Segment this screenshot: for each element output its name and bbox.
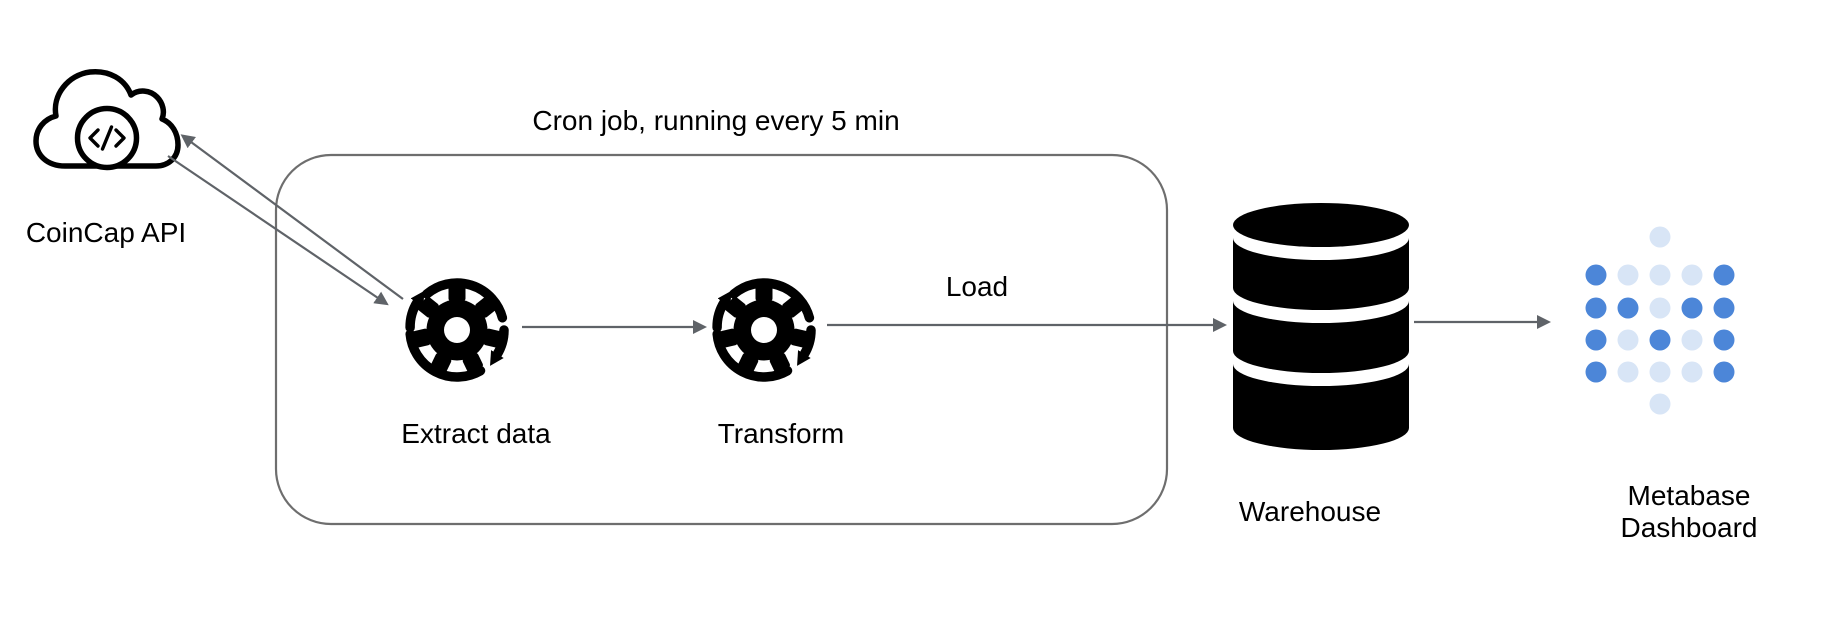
metabase-dot [1713,361,1735,383]
metabase-dot [1649,393,1671,415]
arrow-coincap-to-extract [167,155,389,306]
metabase-dot [1649,264,1671,286]
warehouse-database-icon [1233,203,1409,450]
load-label: Load [946,271,1008,302]
arrow-extract-to-coincap [180,134,404,300]
metabase-dots-logo [1585,226,1735,415]
metabase-dot [1585,329,1607,351]
metabase-dot [1649,329,1671,351]
metabase-dot [1585,264,1607,286]
transform-gear-sync-icon [717,283,811,377]
metabase-dot [1617,361,1639,383]
cron-job-box [274,153,1169,526]
metabase-dot [1649,226,1671,248]
cron-job-title: Cron job, running every 5 min [532,105,899,136]
metabase-dot [1617,297,1639,319]
metabase-dot [1713,329,1735,351]
cloud-code-icon [33,69,181,171]
metabase-dot [1617,264,1639,286]
metabase-dot [1649,361,1671,383]
metabase-dot [1713,264,1735,286]
code-brackets-icon [88,125,126,151]
extract-label: Extract data [401,418,551,449]
metabase-dot [1713,297,1735,319]
metabase-label-line2: Dashboard [1621,512,1758,543]
metabase-dot [1681,361,1703,383]
metabase-dot [1649,297,1671,319]
metabase-label-line1: Metabase [1628,480,1751,511]
metabase-dot [1681,264,1703,286]
warehouse-label: Warehouse [1239,496,1381,527]
metabase-dot [1585,361,1607,383]
metabase-dot [1681,297,1703,319]
coincap-api-label: CoinCap API [26,217,186,248]
extract-gear-sync-icon [410,283,504,377]
metabase-dot [1617,329,1639,351]
metabase-dot [1681,329,1703,351]
transform-label: Transform [718,418,845,449]
metabase-dot [1585,297,1607,319]
